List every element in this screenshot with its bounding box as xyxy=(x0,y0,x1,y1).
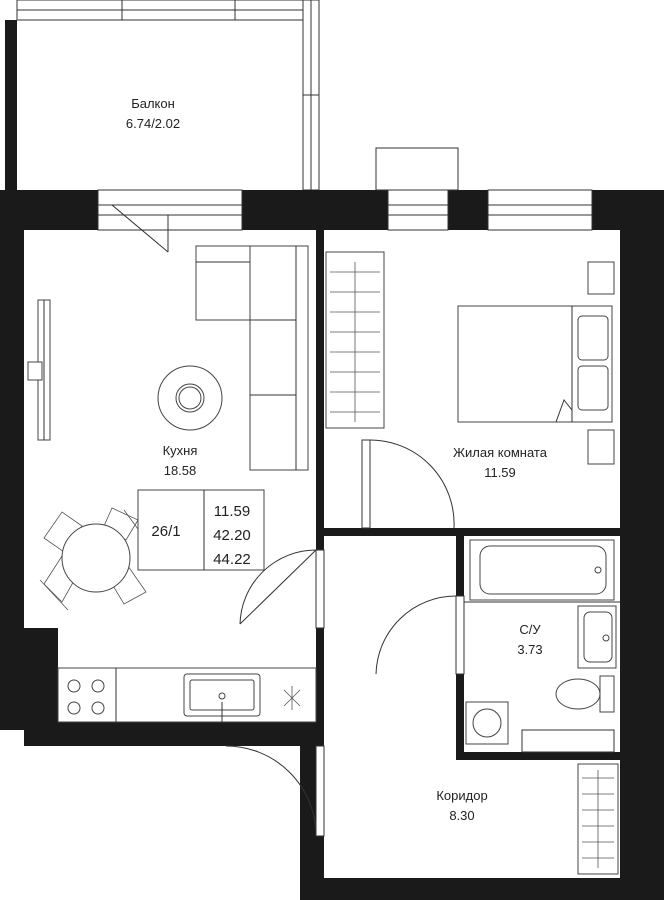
living-area-value: 11.59 xyxy=(214,503,250,520)
sofa xyxy=(195,245,309,471)
windows xyxy=(97,147,593,253)
kitchen-label: Кухня xyxy=(163,443,198,458)
corridor-label: Коридор xyxy=(436,788,487,803)
area-with-balcony-value: 44.22 xyxy=(213,551,251,568)
balcony: Балкон 6.74/2.02 xyxy=(5,0,320,191)
corridor: Коридор 8.30 xyxy=(225,745,619,875)
kitchen-door xyxy=(239,549,325,629)
nightstand xyxy=(587,261,615,295)
kitchen-area: 18.58 xyxy=(164,463,197,478)
stove-burner xyxy=(67,701,81,715)
kitchen-counter xyxy=(57,667,317,723)
tv-icon xyxy=(27,361,43,381)
living-room-label: Жилая комната xyxy=(453,445,548,460)
bathroom: С/У 3.73 xyxy=(375,539,620,745)
living-window-1 xyxy=(387,189,449,231)
nightstand xyxy=(587,429,615,465)
kitchen-window xyxy=(97,189,243,231)
living-door xyxy=(361,439,455,529)
corridor-area: 8.30 xyxy=(449,808,474,823)
bathroom-door xyxy=(375,595,465,675)
cooktop-icon xyxy=(283,686,301,710)
walls xyxy=(0,190,664,900)
area-summary: 26/1 11.59 42.20 44.22 xyxy=(137,489,265,571)
balcony-label: Балкон xyxy=(131,96,175,111)
living-room: Жилая комната 11.59 xyxy=(325,251,615,529)
balcony-area: 6.74/2.02 xyxy=(126,116,180,131)
entrance-door xyxy=(225,745,325,837)
dining-table xyxy=(39,507,147,611)
toilet xyxy=(555,675,615,713)
balcony-wall-left xyxy=(5,20,17,190)
stove-burner xyxy=(91,701,105,715)
stove-burner xyxy=(67,679,81,693)
total-area-value: 42.20 xyxy=(213,527,251,544)
bathroom-area: 3.73 xyxy=(517,642,542,657)
stove-burner xyxy=(91,679,105,693)
living-room-area: 11.59 xyxy=(484,465,516,480)
bathroom-label: С/У xyxy=(519,622,541,637)
apartment-number: 26/1 xyxy=(151,523,180,540)
living-window-2 xyxy=(487,189,593,231)
ac-unit xyxy=(375,147,459,191)
kitchen-furniture: 26/1 11.59 42.20 44.22 xyxy=(27,245,325,723)
